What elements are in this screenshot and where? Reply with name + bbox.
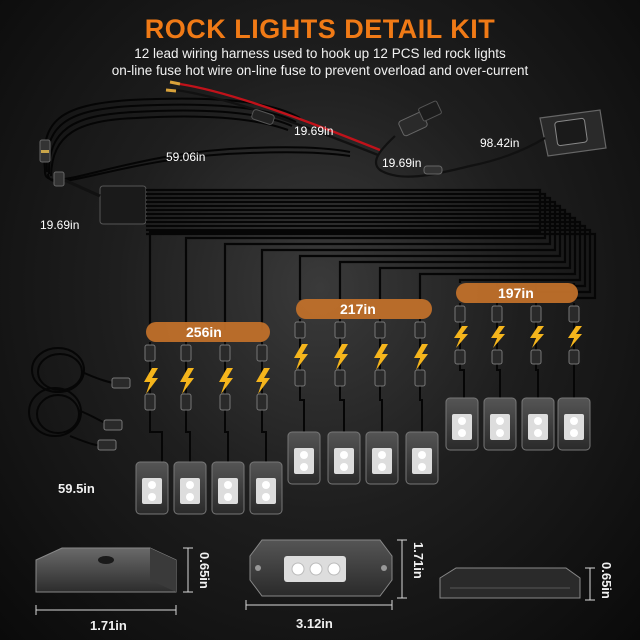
mounting-bracket-icon xyxy=(35,547,177,593)
label-light-width: 3.12in xyxy=(296,616,333,631)
label-group-middle: 217in xyxy=(340,301,376,317)
rock-light-pod xyxy=(327,431,361,485)
label-bracket-width: 1.71in xyxy=(90,618,127,633)
rock-light-pod xyxy=(483,397,517,451)
extension-cable-coils xyxy=(28,347,119,447)
relay-connector-icon xyxy=(374,100,471,178)
label-switch-lead-length: 19.69in xyxy=(382,156,422,170)
label-fuse-wire-length: 19.69in xyxy=(294,124,334,138)
rock-light-pod xyxy=(445,397,479,451)
rock-light-pod xyxy=(365,431,399,485)
rock-light-pod xyxy=(173,461,207,515)
page-title: ROCK LIGHTS DETAIL KIT xyxy=(144,14,496,44)
rock-light-pods xyxy=(135,397,591,515)
extension-connector-icons xyxy=(97,377,131,451)
label-light-height: 1.71in xyxy=(411,542,426,579)
group-bar-middle xyxy=(296,299,432,319)
wire-connector-icon xyxy=(39,139,51,163)
lightning-bolt-icons xyxy=(144,326,582,394)
label-group-right: 197in xyxy=(498,285,534,301)
rock-light-pod xyxy=(135,461,169,515)
fuse-wires xyxy=(175,82,381,157)
lead-connector-icons xyxy=(144,305,580,411)
rock-light-pod xyxy=(287,431,321,485)
inline-fuse-icon xyxy=(251,109,275,125)
label-extension-length: 59.5in xyxy=(58,481,95,496)
label-main-wire-length: 59.06in xyxy=(166,150,206,164)
label-splitter-length: 19.69in xyxy=(40,218,80,232)
switch-box-icon xyxy=(469,109,607,168)
dimension-lines xyxy=(35,539,595,615)
group-bar-left xyxy=(146,322,270,342)
label-bracket-height: 0.65in xyxy=(197,552,212,589)
subtitle-line-2: on-line fuse hot wire on-line fuse to pr… xyxy=(111,63,529,78)
rock-light-pod xyxy=(249,461,283,515)
rock-light-pod xyxy=(521,397,555,451)
ring-terminal-icon xyxy=(165,80,181,93)
rock-light-pod xyxy=(405,431,439,485)
group-bar-right xyxy=(456,283,578,303)
label-side-height: 0.65in xyxy=(599,562,614,599)
rock-light-pod xyxy=(557,397,591,451)
main-coiled-wire xyxy=(43,97,351,183)
rock-light-front-icon xyxy=(249,539,393,597)
subtitle-line-1: 12 lead wiring harness used to hook up 1… xyxy=(134,46,506,61)
rock-light-pod xyxy=(211,461,245,515)
label-switch-length: 98.42in xyxy=(480,136,520,150)
label-group-left: 256in xyxy=(186,324,222,340)
rock-light-side-icon xyxy=(439,567,581,599)
